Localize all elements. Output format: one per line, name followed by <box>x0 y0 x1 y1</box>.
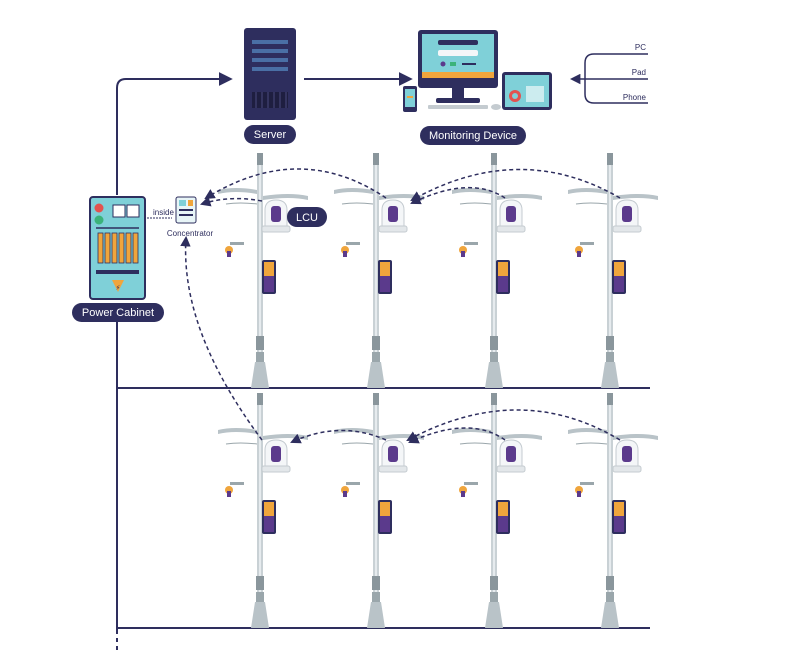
lcu-icon <box>261 439 291 473</box>
lcu-label: LCU <box>287 207 327 227</box>
lcu-to-concentrator-link <box>200 196 263 207</box>
street-light-pole <box>333 392 425 629</box>
client-devices-bracket <box>569 53 648 104</box>
lcu-icon <box>612 439 642 473</box>
svg-text:Monitoring Device: Monitoring Device <box>429 130 517 142</box>
power-cabinet-icon: ⚡ <box>89 196 146 300</box>
street-light-pole <box>451 152 543 389</box>
client-device-pc: PC <box>635 43 646 52</box>
street-light-pole <box>217 392 309 629</box>
lcu-relay-link <box>408 427 506 444</box>
svg-text:Power Cabinet: Power Cabinet <box>82 307 154 319</box>
lcu-relay-link <box>204 168 387 200</box>
street-light-pole <box>333 152 425 389</box>
lcu-relay-link <box>290 429 387 444</box>
power-cabinet-label: Power Cabinet <box>72 303 164 322</box>
server-label: Server <box>244 125 296 144</box>
cabinet-to-server-line <box>116 72 233 195</box>
lcu-icon <box>378 439 408 473</box>
svg-text:LCU: LCU <box>296 212 318 224</box>
inside-label: inside <box>153 208 174 217</box>
lcu-relay-link <box>406 409 621 441</box>
client-device-phone: Phone <box>623 93 647 102</box>
client-device-pad: Pad <box>632 68 646 77</box>
lcu-icon <box>261 199 291 233</box>
concentrator-icon <box>175 196 197 224</box>
lcu-to-concentrator-link <box>180 235 263 441</box>
lcu-icon <box>496 199 526 233</box>
street-light-pole <box>567 152 659 389</box>
server-icon <box>244 28 296 120</box>
street-light-pole <box>217 152 309 389</box>
street-light-pole <box>567 392 659 629</box>
lcu-icon <box>378 199 408 233</box>
svg-text:⚡: ⚡ <box>116 284 121 292</box>
lcu-icon <box>612 199 642 233</box>
lcu-icon <box>496 439 526 473</box>
monitoring-device-label: Monitoring Device <box>420 126 526 145</box>
lcu-relay-link <box>410 186 506 205</box>
street-light-pole <box>451 392 543 629</box>
monitoring-device-icon <box>403 30 552 112</box>
concentrator-label: Concentrator <box>167 229 214 238</box>
lcu-relay-link <box>410 168 621 202</box>
svg-text:Server: Server <box>254 129 287 141</box>
